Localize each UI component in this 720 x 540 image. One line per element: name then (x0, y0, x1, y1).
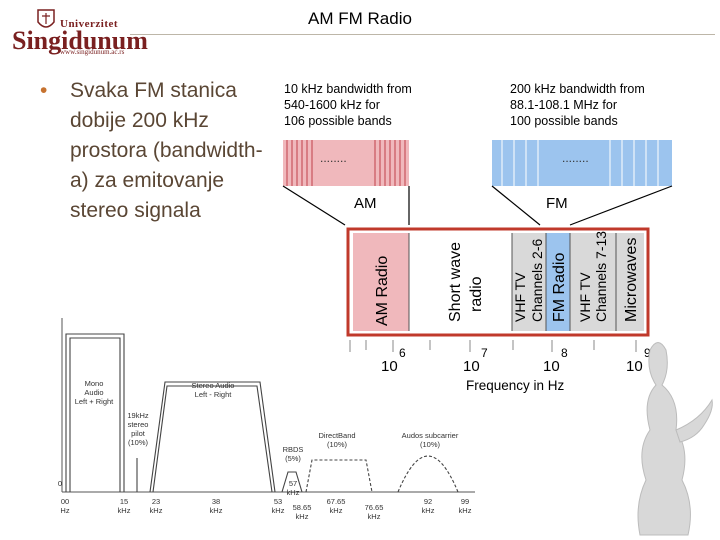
tick-1e9-base: 10 (626, 358, 643, 375)
am-note-line-2: 540-1600 kHz for (284, 98, 380, 112)
tick-1e6-exp: 6 (399, 346, 406, 360)
band-vhf2-2: Channels 7-13 (593, 231, 609, 322)
stereo-audio-band (149, 381, 276, 493)
mono-label-1: Mono (85, 379, 104, 388)
spectrum-bar: AM Radio Short wave radio VHF TV Channel… (346, 227, 650, 337)
fm-band-strip: ........ (492, 140, 672, 186)
rbds-band (281, 471, 303, 493)
baseband-x-ticks: 00 Hz 15 kHz 23 kHz 38 kHz 53 kHz 57 kHz… (60, 479, 471, 521)
tick-1e6-base: 10 (381, 358, 398, 375)
tick-1e8-exp: 8 (561, 346, 568, 360)
baseband-zero: 0 (58, 479, 62, 488)
am-note-line-1: 10 kHz bandwidth from (284, 82, 412, 96)
xtick-6-value: 58.65 (293, 503, 312, 512)
spectrum-axis-label: Frequency in Hz (466, 378, 565, 393)
mono-label-3: Left + Right (75, 397, 114, 406)
bullet-dot: • (40, 79, 48, 102)
slide-title-text: AM FM Radio (308, 9, 412, 28)
fm-bandwidth-note: 200 kHz bandwidth from 88.1-108.1 MHz fo… (510, 82, 645, 128)
stereo-audio-inner (152, 385, 273, 493)
xtick-9-value: 92 (424, 497, 432, 506)
band-short-wave-2: radio (468, 276, 485, 312)
band-microwaves: Microwaves (623, 238, 640, 322)
title-divider (130, 34, 715, 35)
xtick-3-unit: kHz (210, 506, 223, 515)
logo-line-univerzitet: Univerzitet (60, 18, 119, 30)
xtick-7-unit: kHz (330, 506, 343, 515)
xtick-7-value: 67.65 (327, 497, 346, 506)
pilot-label-1: 19kHz (127, 411, 149, 420)
xtick-0-value: 00 (61, 497, 69, 506)
pilot-label-4: (10%) (128, 438, 149, 447)
band-fm-radio: FM Radio (551, 253, 568, 322)
band-vhf2-1: VHF TV (577, 272, 593, 322)
fm-note-line-2: 88.1-108.1 MHz for (510, 98, 617, 112)
university-logo: Univerzitet Singidunum www.singidunum.ac… (8, 8, 148, 58)
xtick-8-unit: kHz (368, 512, 381, 521)
xtick-2-value: 23 (152, 497, 160, 506)
fm-note-line-1: 200 kHz bandwidth from (510, 82, 645, 96)
audio-sub-label-2: (10%) (420, 440, 441, 449)
spectrum-tick-labels: 10 6 10 7 10 8 10 9 (381, 346, 651, 375)
tick-1e7-base: 10 (463, 358, 480, 375)
tick-1e7-exp: 7 (481, 346, 488, 360)
fm-baseband-diagram: 0 Mono Audio Left + Right Stereo Audio L… (58, 318, 475, 521)
seal-icon (37, 9, 55, 28)
audio-subcarrier-band (397, 455, 459, 493)
fm-dots: ........ (562, 151, 589, 165)
statue-decoration (637, 342, 713, 536)
xtick-9-unit: kHz (422, 506, 435, 515)
am-dots: ........ (320, 151, 347, 165)
pilot-label-3: pilot (131, 429, 146, 438)
logo-line-website: www.singidunum.ac.rs (60, 48, 125, 56)
xtick-4-value: 53 (274, 497, 282, 506)
am-bandwidth-note: 10 kHz bandwidth from 540-1600 kHz for 1… (284, 82, 412, 128)
zoom-lines (282, 185, 673, 226)
xtick-3-value: 38 (212, 497, 220, 506)
rbds-label-2: (5%) (285, 454, 301, 463)
directband-label-2: (10%) (327, 440, 348, 449)
audio-sub-label-1: Audos subcarrier (402, 431, 459, 440)
am-note-line-3: 106 possible bands (284, 114, 392, 128)
xtick-8-value: 76.65 (365, 503, 384, 512)
xtick-10-value: 99 (461, 497, 469, 506)
xtick-5-unit: kHz (287, 488, 300, 497)
band-vhf1-2: Channels 2-6 (529, 239, 545, 322)
mono-audio-band (65, 333, 125, 492)
spectrum-axis (349, 340, 637, 352)
xtick-10-unit: kHz (459, 506, 472, 515)
tick-1e8-base: 10 (543, 358, 560, 375)
bullet-text: Svaka FM stanica dobije 200 kHz prostora… (70, 79, 263, 222)
logo-line-singidunum: Singidunum (12, 26, 148, 55)
xtick-2-unit: kHz (150, 506, 163, 515)
directband-label-1: DirectBand (318, 431, 355, 440)
xtick-0-unit: Hz (60, 506, 69, 515)
slide-title: AM FM Radio (0, 9, 720, 29)
xtick-1-unit: kHz (118, 506, 131, 515)
band-short-wave-1: Short wave (447, 242, 464, 322)
xtick-6-unit: kHz (296, 512, 309, 521)
am-band-strip: ........ (283, 140, 409, 186)
xtick-4-unit: kHz (272, 506, 285, 515)
mono-label-2: Audio (84, 388, 103, 397)
band-vhf1-1: VHF TV (512, 272, 528, 322)
xtick-1-value: 15 (120, 497, 128, 506)
tick-1e9-exp: 9 (644, 346, 651, 360)
fm-label: FM (546, 195, 568, 212)
am-label: AM (354, 195, 377, 212)
band-am-radio: AM Radio (374, 256, 391, 326)
stereo-label-2: Left - Right (195, 390, 233, 399)
xtick-5-value: 57 (289, 479, 297, 488)
stereo-label-1: Stereo Audio (192, 381, 235, 390)
rbds-label-1: RBDS (283, 445, 304, 454)
fm-note-line-3: 100 possible bands (510, 114, 618, 128)
mono-audio-inner (69, 337, 121, 492)
directband-band (305, 459, 373, 493)
pilot-label-2: stereo (128, 420, 149, 429)
